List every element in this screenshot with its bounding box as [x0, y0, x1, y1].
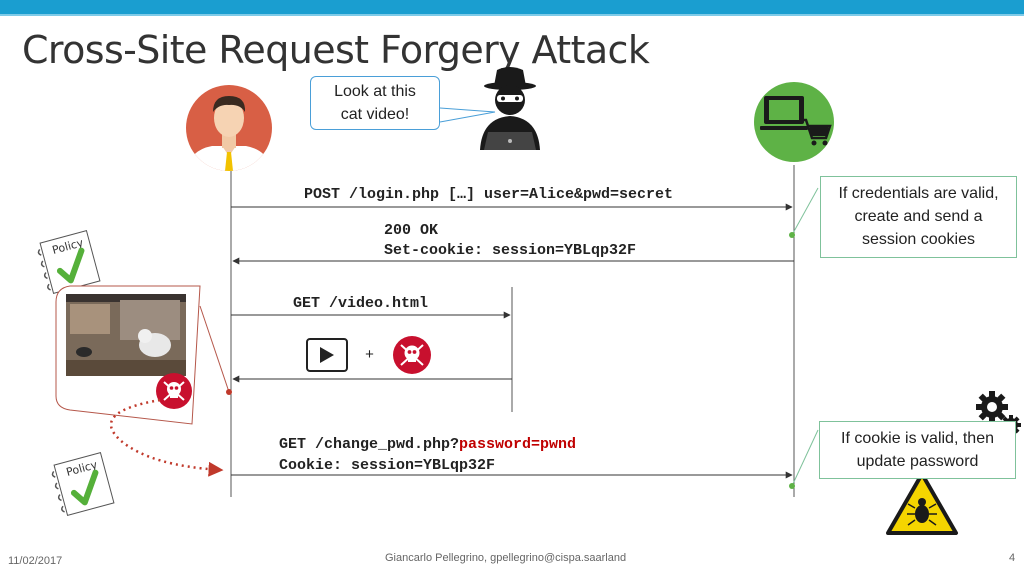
card-connector-line	[199, 305, 230, 393]
plus-sign: +	[365, 347, 375, 364]
cookie-note-connector	[791, 429, 819, 487]
credentials-note-line3: session cookies	[862, 231, 975, 248]
speech-bubble-line2: cat video!	[340, 106, 410, 123]
speech-bubble-tail-top	[439, 107, 496, 113]
slide-author: Giancarlo Pellegrino, gpellegrino@cispa.…	[385, 552, 627, 564]
forged-request-param: password=pwnd	[459, 436, 577, 453]
policy-check-icon-2: Policy	[51, 452, 115, 516]
top-accent-line	[0, 14, 1024, 16]
cookie-note-line2: update password	[856, 453, 979, 470]
credentials-note-connector	[791, 187, 819, 236]
forged-request-cookie: Cookie: session=YBLqp32F	[279, 457, 496, 474]
hacker-icon	[480, 67, 540, 150]
cookie-note-dot	[789, 483, 795, 489]
login-request-label: POST /login.php […] user=Alice&pwd=secre…	[304, 186, 674, 203]
credentials-note-dot	[789, 232, 795, 238]
user-avatar-icon	[186, 85, 272, 171]
slide-page-number: 4	[1009, 552, 1016, 564]
video-play-icon	[306, 338, 348, 372]
policy-check-icon: Policy	[37, 230, 101, 294]
forged-request-label: GET /change_pwd.php?password=pwnd	[279, 436, 576, 453]
card-connector-dot	[226, 389, 232, 395]
cookie-note-line1: If cookie is valid, then	[841, 430, 994, 447]
shop-server-icon	[754, 82, 834, 162]
speech-bubble-tail-bottom	[439, 111, 496, 123]
video-request-label: GET /video.html	[293, 295, 429, 312]
credentials-note-line2: create and send a	[854, 208, 983, 225]
speech-bubble-line1: Look at this	[334, 83, 416, 100]
speech-bubble: Look at this cat video!	[310, 76, 440, 130]
forged-request-prefix: GET /change_pwd.php?	[279, 436, 460, 453]
top-accent-bar	[0, 0, 1024, 14]
credentials-note-line1: If credentials are valid,	[838, 185, 999, 202]
skull-icon	[156, 373, 192, 409]
skull-icon-2	[393, 336, 431, 374]
warning-bug-icon	[886, 472, 958, 535]
cookie-note: If cookie is valid, then update password	[819, 421, 1016, 479]
slide-title: Cross-Site Request Forgery Attack	[22, 28, 650, 72]
login-response-cookie: Set-cookie: session=YBLqp32F	[384, 242, 637, 259]
login-response-status: 200 OK	[384, 222, 439, 239]
credentials-note: If credentials are valid, create and sen…	[820, 176, 1017, 258]
slide-date: 11/02/2017	[8, 555, 63, 567]
